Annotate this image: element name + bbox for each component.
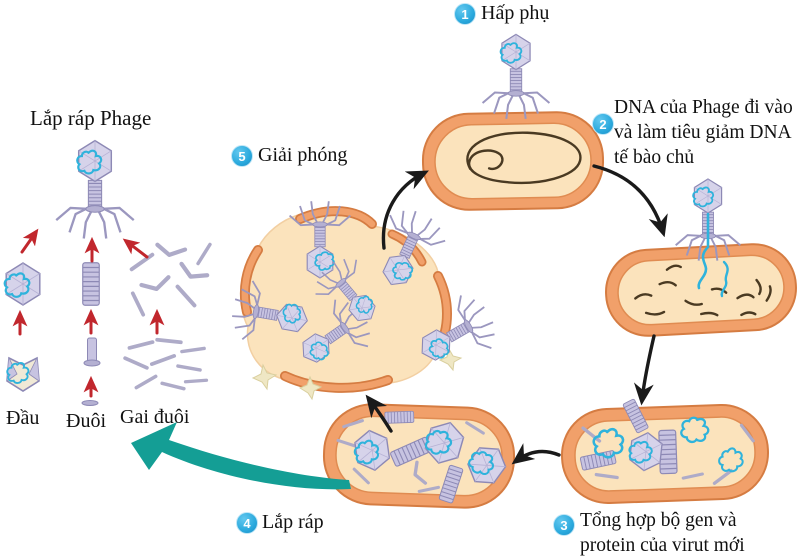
step5-label: Giải phóng	[258, 144, 348, 166]
host-dna-loop	[466, 131, 582, 184]
arrow-step2-to-step3	[633, 334, 656, 406]
phage-tail-component-icon	[82, 262, 100, 306]
assembly-panel-title: Lắp ráp Phage	[30, 106, 152, 130]
step3-label: Tổng hợp bộ gen và protein của virut mới	[580, 510, 745, 556]
arrow-step3-to-step4	[511, 443, 561, 465]
step4-badge: 4	[236, 512, 258, 534]
step3-badge: 3	[553, 514, 575, 536]
phage-head-component-icon	[5, 263, 40, 305]
phage-tail-precursor-icon	[83, 337, 101, 367]
tail-fiber-group-lower-icon	[123, 337, 209, 391]
host-cell-step4	[322, 403, 516, 509]
step2-label: DNA của Phage đi vào và làm tiêu giảm DN…	[614, 97, 793, 168]
assembled-phage-icon	[56, 141, 134, 239]
step4-label: Lắp ráp	[262, 511, 324, 533]
assembly-arrows	[12, 228, 165, 398]
cycle-arrows	[365, 164, 668, 465]
baseplate-disc-icon	[81, 400, 99, 406]
part-label-tail-fibers: Gai đuôi	[120, 406, 190, 428]
step1-label: Hấp phụ	[481, 2, 550, 24]
part-label-tail: Đuôi	[66, 410, 106, 432]
phage-head-precursor-icon	[7, 358, 39, 391]
host-cell-step1	[421, 111, 605, 211]
assembly-direction-arrow	[131, 422, 351, 490]
step5-badge: 5	[231, 145, 253, 167]
assembly-panel	[5, 141, 212, 406]
burst-cell-step5	[228, 201, 503, 401]
adsorbed-phage-icon	[483, 34, 550, 118]
part-label-head: Đầu	[6, 407, 40, 429]
step2-badge: 2	[592, 113, 614, 135]
host-cell-step3	[560, 398, 770, 504]
arrow-step4-to-step5	[365, 394, 393, 433]
arrow-step5-to-step1	[381, 170, 429, 250]
step1-badge: 1	[454, 3, 476, 25]
injected-phage-dna	[697, 212, 729, 298]
host-cell-step2	[605, 243, 797, 337]
degraded-host-dna	[634, 264, 772, 317]
arrow-step1-to-step2	[592, 164, 668, 238]
